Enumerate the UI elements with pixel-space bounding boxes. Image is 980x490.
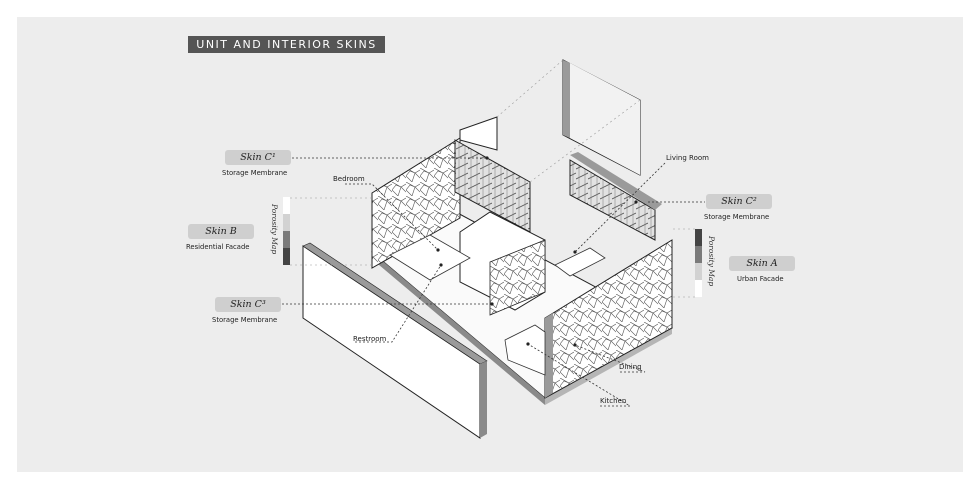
leader-dots [436, 156, 638, 347]
skin-b-residential-wall [371, 137, 461, 269]
restroom-partition [459, 211, 546, 316]
living-room-label: Living Room [666, 154, 709, 162]
leader-lines [282, 157, 705, 407]
page-title: UNIT AND INTERIOR SKINS [188, 36, 385, 53]
skin-c2-storage-wall [569, 152, 662, 241]
porosity-map-label-right: Porosity Map [707, 236, 716, 287]
skin-c2-tag: Skin C² [706, 194, 772, 209]
skin-c1-subtitle: Storage Membrane [222, 169, 288, 177]
skin-c1-tag: Skin C¹ [225, 150, 291, 165]
furniture [389, 234, 606, 376]
dining-label: Dining [619, 363, 642, 371]
porosity-map-left [283, 197, 290, 265]
skin-a-tag: Skin A [729, 256, 795, 271]
kitchen-label: Kitchen [600, 397, 627, 405]
porosity-map-right [695, 229, 702, 297]
skin-b-subtitle: Residential Facade [186, 243, 250, 251]
detached-wall-panel-top [562, 59, 641, 176]
skin-b-tag: Skin B [188, 224, 254, 239]
skin-c3-tag: Skin C³ [215, 297, 281, 312]
skin-a-subtitle: Urban Facade [737, 275, 784, 283]
restroom-label: Restroom [353, 335, 387, 343]
projection-lines [290, 59, 695, 298]
skin-c3-subtitle: Storage Membrane [212, 316, 278, 324]
bedroom-label: Bedroom [333, 175, 365, 183]
skin-c2-subtitle: Storage Membrane [704, 213, 770, 221]
porosity-map-label-left: Porosity Map [270, 204, 279, 255]
